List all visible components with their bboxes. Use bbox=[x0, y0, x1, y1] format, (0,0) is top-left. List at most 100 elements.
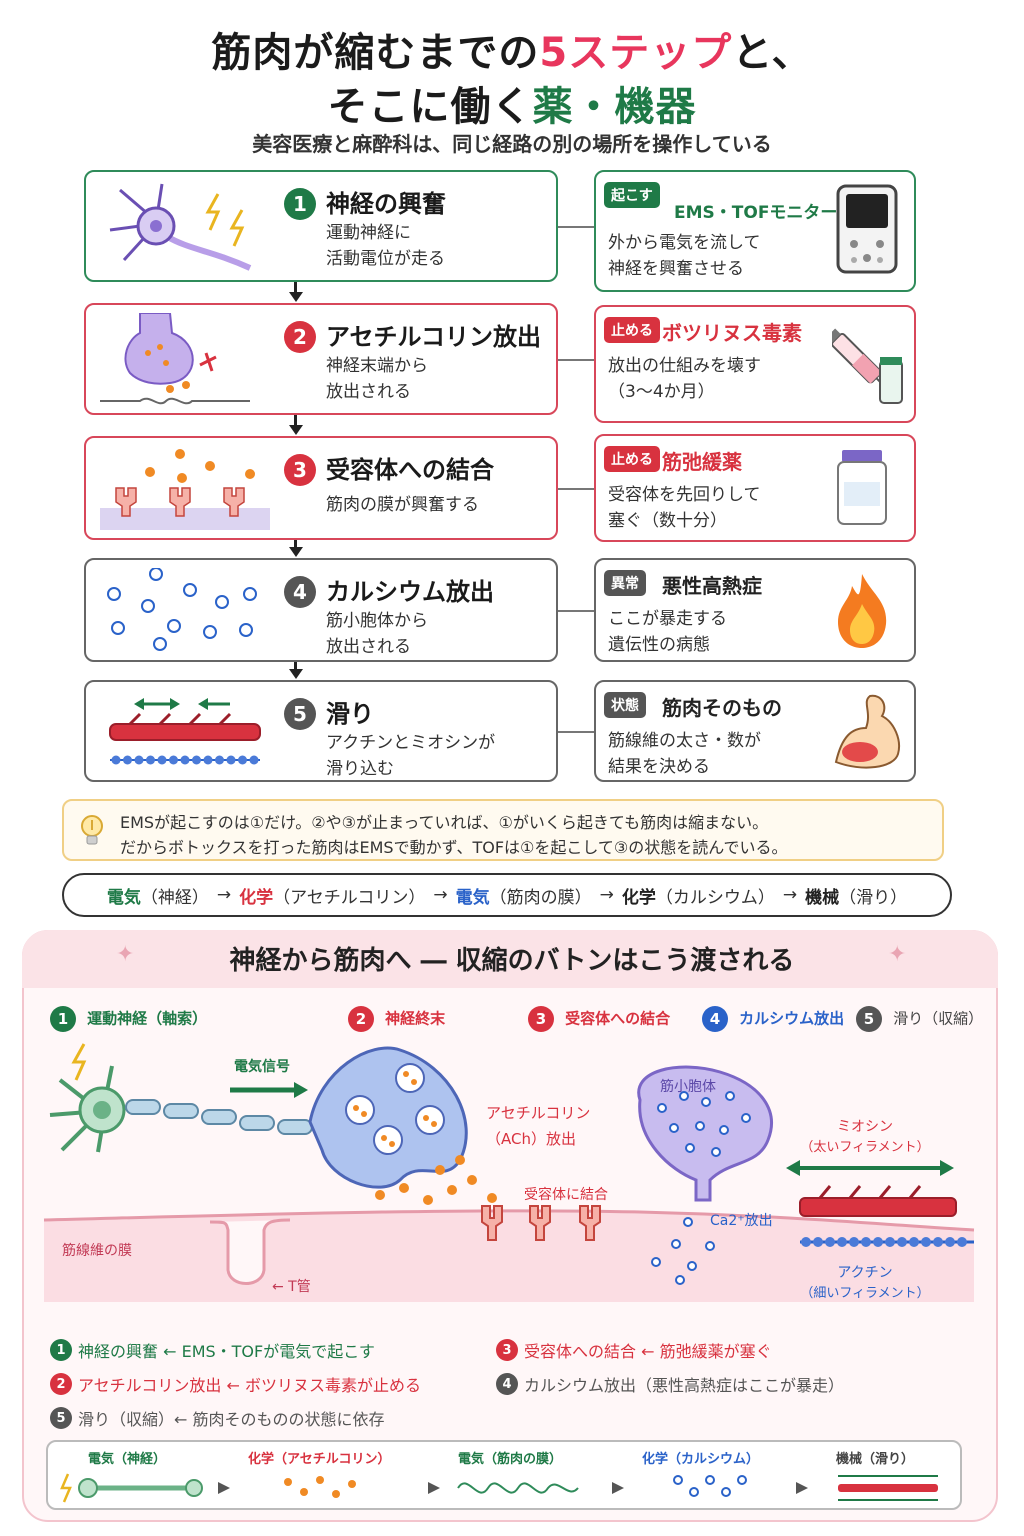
legend-item-4: 4 カルシウム放出（悪性高熱症はここが暴走） bbox=[496, 1372, 844, 1396]
label-text: 神経終末 bbox=[385, 1009, 446, 1028]
bottom-flow-label-1: 電気（神経） bbox=[88, 1452, 167, 1467]
step-desc-2: 放出される bbox=[326, 637, 411, 657]
label-membrane: 筋線維の膜 bbox=[62, 1243, 132, 1259]
side-title: ボツリヌス毒素 bbox=[662, 321, 802, 345]
bottom-flow-box: 電気（神経） 化学（アセチルコリン） 電気（筋肉の膜） 化学（カルシウム） 機械… bbox=[46, 1440, 962, 1510]
calcium-dots-inside bbox=[657, 1091, 751, 1157]
connector-line bbox=[558, 731, 594, 733]
side-desc-2: 神経を興奮させる bbox=[608, 259, 744, 279]
down-arrow-line bbox=[294, 662, 297, 670]
flow-arrow: → bbox=[782, 885, 798, 905]
down-arrow-icon bbox=[289, 425, 303, 435]
sparkle-icon: ✦ bbox=[116, 942, 135, 967]
legend-badge: 1 bbox=[50, 1339, 72, 1361]
label-text: 滑り（収縮） bbox=[893, 1009, 984, 1028]
step-desc-1: 神経末端から bbox=[326, 356, 428, 376]
legend-item-5: 5 滑り（収縮）← 筋肉そのものの状態に依存 bbox=[50, 1406, 385, 1430]
step-title: 受容体への結合 bbox=[326, 456, 494, 484]
title-highlight: 5ステップ bbox=[539, 30, 733, 76]
sparkle-icon: ✦ bbox=[888, 942, 907, 967]
title-part: そこに働く bbox=[327, 84, 533, 130]
step-badge: 4 bbox=[702, 1006, 728, 1032]
flow-item-2: 化学（アセチルコリン） bbox=[239, 883, 425, 908]
label-slide: 5 滑り（収縮） bbox=[856, 1006, 983, 1032]
signal-arrowhead-icon bbox=[294, 1082, 308, 1098]
down-arrow-icon bbox=[289, 547, 303, 557]
flow-arrow-icon bbox=[612, 1482, 624, 1494]
step-number-badge: 4 bbox=[284, 576, 316, 608]
step-title: 滑り bbox=[326, 700, 374, 728]
title-part: 筋肉が縮むまでの bbox=[211, 30, 540, 76]
flow-item-main: 電気 bbox=[455, 887, 490, 908]
step-title: カルシウム放出 bbox=[326, 578, 494, 606]
down-arrow-line bbox=[294, 282, 297, 293]
myosin-heads bbox=[818, 1185, 922, 1199]
label-nerve-terminal: 2 神経終末 bbox=[348, 1006, 445, 1032]
page-title-line2: そこに働く薬・機器 bbox=[0, 74, 1024, 132]
flow-item-sub: （アセチルコリン） bbox=[273, 887, 426, 908]
title-highlight: 薬・機器 bbox=[532, 84, 697, 130]
side-card-5: 状態 筋肉そのもの 筋線維の太さ・数が 結果を決める bbox=[594, 680, 916, 782]
label-sarcoplasmic-reticulum: 筋小胞体 bbox=[660, 1079, 716, 1095]
label-text: 運動神経（軸索） bbox=[87, 1009, 208, 1028]
signal-flow-bar: 電気（神経）→化学（アセチルコリン）→電気（筋肉の膜）→化学（カルシウム）→機械… bbox=[62, 873, 952, 917]
side-desc-1: 外から電気を流して bbox=[608, 233, 761, 253]
label-motor-nerve: 1 運動神経（軸索） bbox=[50, 1006, 207, 1032]
down-arrow-icon bbox=[289, 292, 303, 302]
down-arrow-icon bbox=[289, 669, 303, 679]
side-desc-2: （3〜4か月） bbox=[608, 382, 715, 402]
flow-arrow: → bbox=[433, 885, 448, 905]
label-t-tubule: ← T管 bbox=[272, 1279, 311, 1295]
page-subtitle: 美容医療と麻酔科は、同じ経路の別の場所を操作している bbox=[252, 132, 772, 156]
flow-arrow-icon bbox=[218, 1482, 230, 1494]
step-illustration bbox=[100, 180, 270, 274]
step-desc-2: 滑り込む bbox=[326, 759, 394, 779]
mini-calcium-dots-icon bbox=[673, 1475, 747, 1497]
step-title: アセチルコリン放出 bbox=[326, 323, 542, 351]
legend-item-3: 3 受容体への結合 ← 筋弛緩薬が塞ぐ bbox=[496, 1338, 772, 1362]
mini-neuron-icon bbox=[78, 1478, 203, 1498]
step-illustration bbox=[100, 312, 270, 407]
label-text: カルシウム放出 bbox=[739, 1009, 845, 1028]
side-tag: 止める bbox=[604, 317, 660, 343]
step-badge: 3 bbox=[528, 1006, 554, 1032]
side-tag: 状態 bbox=[604, 692, 646, 718]
side-title: 筋弛緩薬 bbox=[662, 450, 742, 474]
side-title: 筋肉そのもの bbox=[662, 696, 782, 720]
note-line-1: EMSが起こすのは①だけ。②や③が止まっていれば、①がいくら起きても筋肉は縮まな… bbox=[120, 813, 769, 832]
step-desc-2: 活動電位が走る bbox=[326, 249, 445, 269]
label-ach-1: アセチルコリン bbox=[486, 1104, 591, 1122]
legend-item-1: 1 神経の興奮 ← EMS・TOFが電気で起こす bbox=[50, 1338, 375, 1362]
label-receptor-binding: 受容体に結合 bbox=[524, 1187, 608, 1203]
step-card-4: 4 カルシウム放出 筋小胞体から 放出される bbox=[84, 558, 558, 662]
step-illustration bbox=[100, 690, 270, 774]
lightbulb-icon bbox=[81, 815, 103, 845]
step-desc-2: 放出される bbox=[326, 382, 411, 402]
label-actin-1: アクチン bbox=[837, 1265, 893, 1281]
step-card-1: 1 神経の興奮 運動神経に 活動電位が走る bbox=[84, 170, 558, 282]
down-arrow-line bbox=[294, 415, 297, 426]
arrowhead-left-icon bbox=[786, 1160, 800, 1176]
muscle-membrane-shape bbox=[44, 1210, 974, 1302]
legend-text: アセチルコリン放出 ← ボツリヌス毒素が止める bbox=[78, 1376, 421, 1395]
step-badge: 1 bbox=[50, 1006, 76, 1032]
nmj-illustration bbox=[43, 1043, 975, 1302]
connector-line bbox=[558, 610, 594, 612]
legend-text: 受容体への結合 ← 筋弛緩薬が塞ぐ bbox=[524, 1342, 772, 1361]
side-tag: 起こす bbox=[604, 182, 660, 208]
side-card-1: 起こす EMS・TOFモニター 外から電気を流して 神経を興奮させる bbox=[594, 170, 916, 292]
connector-line bbox=[558, 359, 594, 361]
flow-item-sub: （筋肉の膜） bbox=[489, 887, 592, 908]
bottom-flow-label-5: 機械（滑り） bbox=[836, 1452, 915, 1467]
flow-item-main: 化学 bbox=[621, 887, 656, 908]
side-desc-1: 受容体を先回りして bbox=[608, 485, 761, 505]
step-desc-1: 筋肉の膜が興奮する bbox=[326, 495, 479, 515]
step-desc-1: 筋小胞体から bbox=[326, 611, 428, 631]
step-illustration bbox=[100, 567, 270, 654]
label-text: 受容体への結合 bbox=[565, 1009, 671, 1028]
connector-line bbox=[558, 488, 594, 490]
side-tag: 異常 bbox=[604, 570, 646, 596]
connector-line bbox=[558, 226, 594, 228]
step-card-2: 2 アセチルコリン放出 神経末端から 放出される bbox=[84, 303, 558, 415]
receptors bbox=[481, 1205, 601, 1241]
